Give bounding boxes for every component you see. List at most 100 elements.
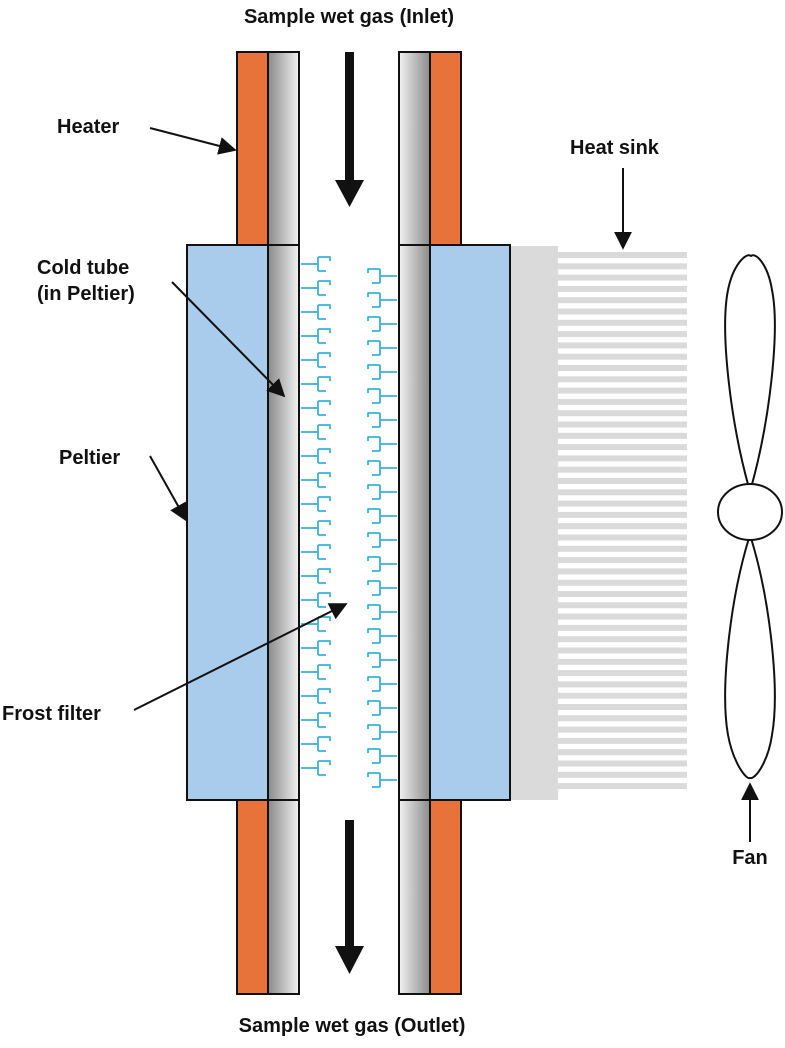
frost-crystal (367, 460, 397, 476)
heat-sink-fin (556, 342, 687, 349)
frost-crystal (367, 580, 397, 596)
frost-crystal (301, 304, 331, 320)
frost-crystal (301, 760, 331, 776)
heat-sink-fin (556, 647, 687, 654)
frost-crystal (301, 616, 331, 632)
frost-crystal (301, 448, 331, 464)
frost-crystal (301, 520, 331, 536)
heat-sink-fin (556, 771, 687, 778)
labels: Sample wet gas (Inlet) Sample wet gas (O… (2, 6, 768, 1037)
frost-crystal (367, 292, 397, 308)
frost-crystal (301, 352, 331, 368)
heat-sink-fin (556, 636, 687, 643)
heat-sink-fin (556, 715, 687, 722)
heat-sink-fin (556, 478, 687, 484)
heat-sink-fin (556, 670, 687, 677)
frost-crystal (367, 628, 397, 644)
label-inlet: Sample wet gas (Inlet) (244, 6, 454, 28)
heat-sink (510, 246, 687, 800)
label-outlet: Sample wet gas (Outlet) (239, 1015, 466, 1037)
label-frost-filter: Frost filter (2, 703, 101, 725)
fan-hub (717, 483, 783, 541)
heat-sink-fin (556, 760, 687, 767)
label-peltier: Peltier (59, 447, 120, 469)
frost-crystal (367, 340, 397, 356)
heat-sink-fin (556, 489, 687, 496)
upper-section (236, 51, 462, 247)
frost-crystal (301, 592, 331, 608)
heat-sink-fin (556, 523, 687, 530)
heat-sink-fin (556, 274, 687, 281)
frost-crystal (301, 472, 331, 488)
frost-crystal (301, 328, 331, 344)
heat-sink-base (510, 246, 558, 800)
frost-crystal (301, 280, 331, 296)
frost-crystal (301, 712, 331, 728)
frost-crystal (367, 316, 397, 332)
fan-blade-top (724, 254, 776, 489)
heater-right-top (429, 51, 462, 247)
heat-sink-fin (556, 466, 687, 473)
heat-sink-fin (556, 455, 687, 462)
label-fan: Fan (732, 847, 768, 869)
heat-sink-fin (556, 579, 687, 586)
label-cold-tube-sub: (in Peltier) (37, 283, 135, 305)
leader-lines (133, 127, 759, 842)
heat-sink-fin (556, 410, 687, 417)
frost-crystal (301, 400, 331, 416)
heat-sink-fin (556, 726, 687, 733)
heat-sink-fin (556, 319, 687, 326)
frost-crystal (367, 604, 397, 620)
label-heat-sink: Heat sink (570, 137, 660, 159)
cold-tube-right (398, 244, 431, 801)
cold-tube-left (267, 244, 300, 801)
frost-crystal (301, 256, 331, 272)
heater-right-bottom (429, 799, 462, 995)
tube-right-top (398, 51, 431, 247)
heat-sink-fin (556, 387, 687, 394)
heater-left-top (236, 51, 269, 247)
heat-sink-fin (556, 613, 687, 620)
heat-sink-fin (556, 624, 687, 631)
label-cold-tube: Cold tube (37, 257, 129, 279)
fan-icon (717, 254, 783, 780)
cold-tube-pointer (171, 281, 286, 398)
frost-crystal (367, 652, 397, 668)
heat-sink-fin (556, 421, 687, 428)
frost-crystal (301, 544, 331, 560)
heat-sink-fin (556, 500, 687, 507)
heat-sink-fin (556, 353, 687, 360)
heat-sink-fin (556, 297, 687, 304)
heat-sink-fin (556, 285, 687, 292)
label-heater: Heater (57, 116, 119, 138)
frost-crystal (301, 688, 331, 704)
heat-sink-fin (556, 545, 687, 552)
frost-crystal (367, 700, 397, 716)
frost-crystal (367, 508, 397, 524)
heat-sink-fin (556, 557, 687, 564)
heat-sink-fin (556, 783, 687, 790)
heat-sink-fin (556, 444, 687, 451)
heat-sink-fin (556, 252, 687, 258)
frost-crystal (301, 640, 331, 656)
frost-crystal (301, 376, 331, 392)
peltier-left (186, 244, 269, 801)
heat-sink-fin (556, 263, 687, 270)
frost-crystal (301, 568, 331, 584)
tube-left-bottom (267, 799, 300, 995)
heat-sink-fin (556, 398, 687, 405)
frost-crystal (367, 676, 397, 692)
heat-sink-fin (556, 308, 687, 315)
heat-sink-fin (556, 591, 687, 597)
heater-pointer (149, 127, 237, 155)
frost-filter-pointer (133, 603, 348, 711)
frost-crystal (301, 736, 331, 752)
frost-crystal (367, 268, 397, 284)
heat-sink-fin (556, 692, 687, 699)
heat-sink-fin (556, 365, 687, 371)
flow-arrow-inlet (335, 52, 364, 207)
frost-crystal (367, 436, 397, 452)
heat-sink-fin (556, 704, 687, 710)
heater-left-bottom (236, 799, 269, 995)
frost-crystal (367, 772, 397, 788)
